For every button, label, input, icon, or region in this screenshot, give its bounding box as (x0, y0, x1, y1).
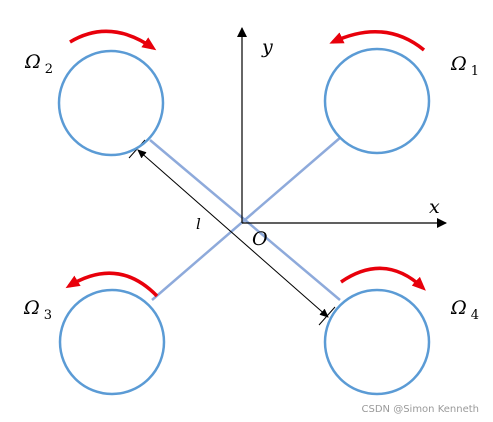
rotor-3-symbol: Ω (23, 297, 40, 319)
rotor-4-label: Ω 4 (450, 297, 479, 323)
y-axis-label: y (261, 36, 273, 58)
x-axis-label: x (429, 196, 440, 218)
rotor-4-spin-arrow (340, 266, 426, 291)
rotor-4 (323, 288, 431, 396)
rotor-3-spin-arrow (65, 271, 159, 298)
rotor-1-spin-arrow (329, 30, 426, 52)
rotor-1-symbol: Ω (450, 53, 467, 75)
rotor-1-index: 1 (471, 64, 479, 79)
arm-length-dimension (137, 149, 329, 318)
rotor-2-spin-arrow (69, 29, 157, 51)
arm-length-label: l (196, 215, 201, 233)
rotor-3-index: 3 (44, 308, 52, 323)
rotor-4-index: 4 (471, 308, 479, 323)
rotor-2 (57, 49, 165, 157)
rotor-1 (323, 47, 431, 155)
rotor-4-symbol: Ω (450, 297, 467, 319)
rotor-1-label: Ω 1 (450, 53, 479, 79)
rotor-2-label: Ω 2 (24, 51, 53, 77)
rotor-2-symbol: Ω (24, 51, 41, 73)
origin-label: O (252, 228, 268, 250)
rotor-3-label: Ω 3 (23, 297, 52, 323)
rotor-3 (58, 288, 166, 396)
rotor-2-index: 2 (45, 62, 53, 77)
watermark: CSDN @Simon Kenneth (362, 404, 480, 415)
